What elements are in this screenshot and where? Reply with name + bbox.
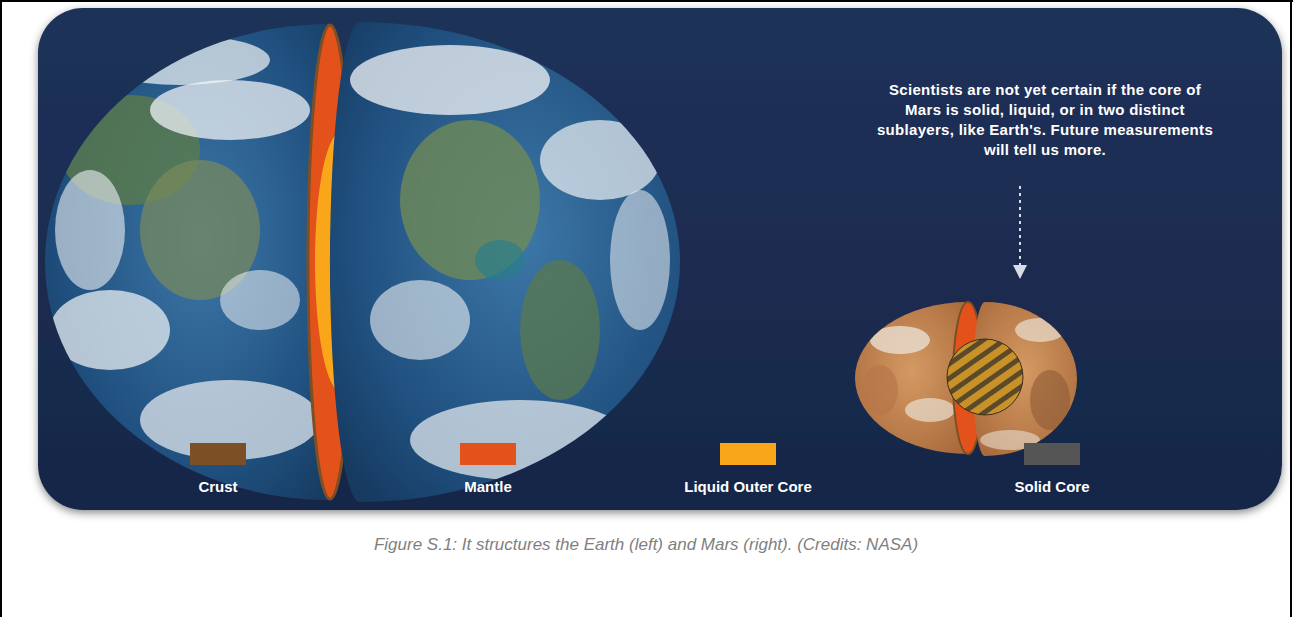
legend-swatch — [460, 443, 516, 465]
figure-caption: Figure S.1: It structures the Earth (lef… — [374, 535, 918, 555]
explanatory-note: Scientists are not yet certain if the co… — [870, 80, 1220, 160]
legend-entry: Liquid Outer Core — [638, 443, 858, 495]
legend-swatch — [1024, 443, 1080, 465]
legend-label: Liquid Outer Core — [638, 478, 858, 495]
earth-right-half — [330, 22, 680, 502]
legend-label: Crust — [108, 478, 328, 495]
legend-label: Mantle — [378, 478, 598, 495]
frame-line — [1290, 0, 1292, 617]
frame-line — [0, 0, 2, 617]
legend-swatch — [720, 443, 776, 465]
mars-core-uncertain — [947, 339, 1023, 415]
legend-entry: Crust — [108, 443, 328, 495]
pointer-arrow — [1019, 186, 1021, 272]
legend-swatch — [190, 443, 246, 465]
frame-line — [0, 0, 1293, 2]
background-panel — [38, 8, 1282, 510]
legend-entry: Solid Core — [942, 443, 1162, 495]
legend-entry: Mantle — [378, 443, 598, 495]
legend-label: Solid Core — [942, 478, 1162, 495]
